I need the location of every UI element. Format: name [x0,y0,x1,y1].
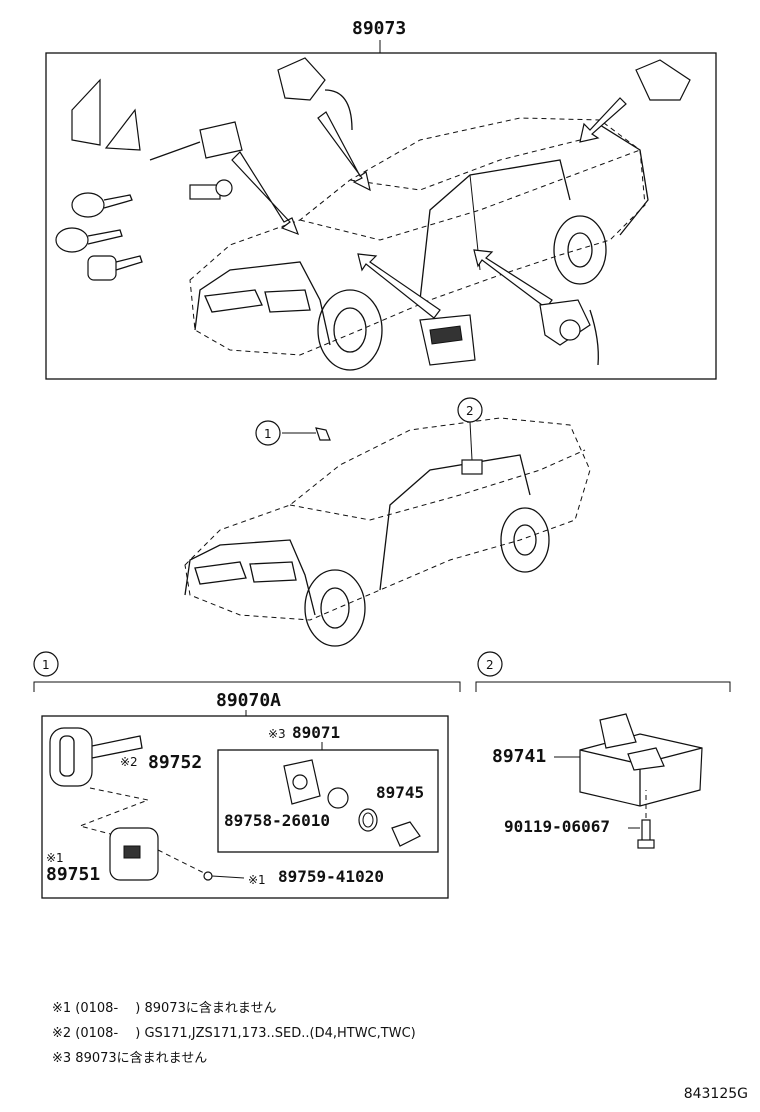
footnote-1: ※1 (0108- ) 89073に含まれません [52,1001,277,1016]
group-box-89070A [41,715,449,899]
car-illustration-top [189,117,649,371]
door-cylinder [539,299,599,366]
label-90119-06067: 90119-06067 [504,817,610,836]
svg-text:※3: ※3 [268,727,286,741]
svg-text:※2: ※2 [120,755,138,769]
key-set-top [55,192,143,281]
label-89070A: 89070A [216,690,281,711]
screw-89759 [203,871,245,881]
footnote-2: ※2 (0108- ) GS171,JZS171,173..SED..(D4,H… [52,1026,416,1041]
group-box-89073 [45,52,717,380]
label-89745: 89745 [376,783,424,802]
svg-text:2: 2 [486,658,494,672]
group-box-89071 [217,749,439,853]
label-89759-41020: 89759-41020 [278,867,384,886]
svg-text:1: 1 [264,427,272,441]
key-89752 [49,727,143,787]
door-lock-actuator [419,314,476,366]
diagram-code: 843125G [683,1086,748,1102]
callout-1-section: 1 [33,651,59,677]
lock-cylinder-set [71,78,243,200]
footnotes: ※1 (0108- ) 89073に含まれません ※2 (0108- ) GS1… [52,996,416,1071]
ring-89758 [358,808,378,832]
svg-text:※1: ※1 [248,873,266,887]
label-89741: 89741 [492,746,546,767]
trunk-lock [277,57,353,131]
footnote-3: ※3 89073に含まれません [52,1051,208,1066]
car-illustration-middle [184,417,591,647]
callout-2-section: 2 [477,651,503,677]
label-89073: 89073 [352,18,406,39]
callout-1-top: 1 [255,420,281,446]
svg-text:1: 1 [42,658,50,672]
label-89758-26010: 89758-26010 [224,811,330,830]
svg-text:2: 2 [466,404,474,418]
rear-lock [635,59,691,101]
label-89751: 89751 [46,864,100,885]
svg-text:※1: ※1 [46,851,64,865]
ecu-89741 [579,713,703,807]
transponder-89071 [283,759,321,805]
label-89071: 89071 [292,723,340,742]
arrows-top [231,97,627,319]
cap-part [391,821,421,847]
chip-89745 [327,787,349,809]
key-89751 [109,827,159,881]
callout-2-top: 2 [457,397,483,423]
bolt-90119 [637,790,655,849]
label-89752: 89752 [148,752,202,773]
